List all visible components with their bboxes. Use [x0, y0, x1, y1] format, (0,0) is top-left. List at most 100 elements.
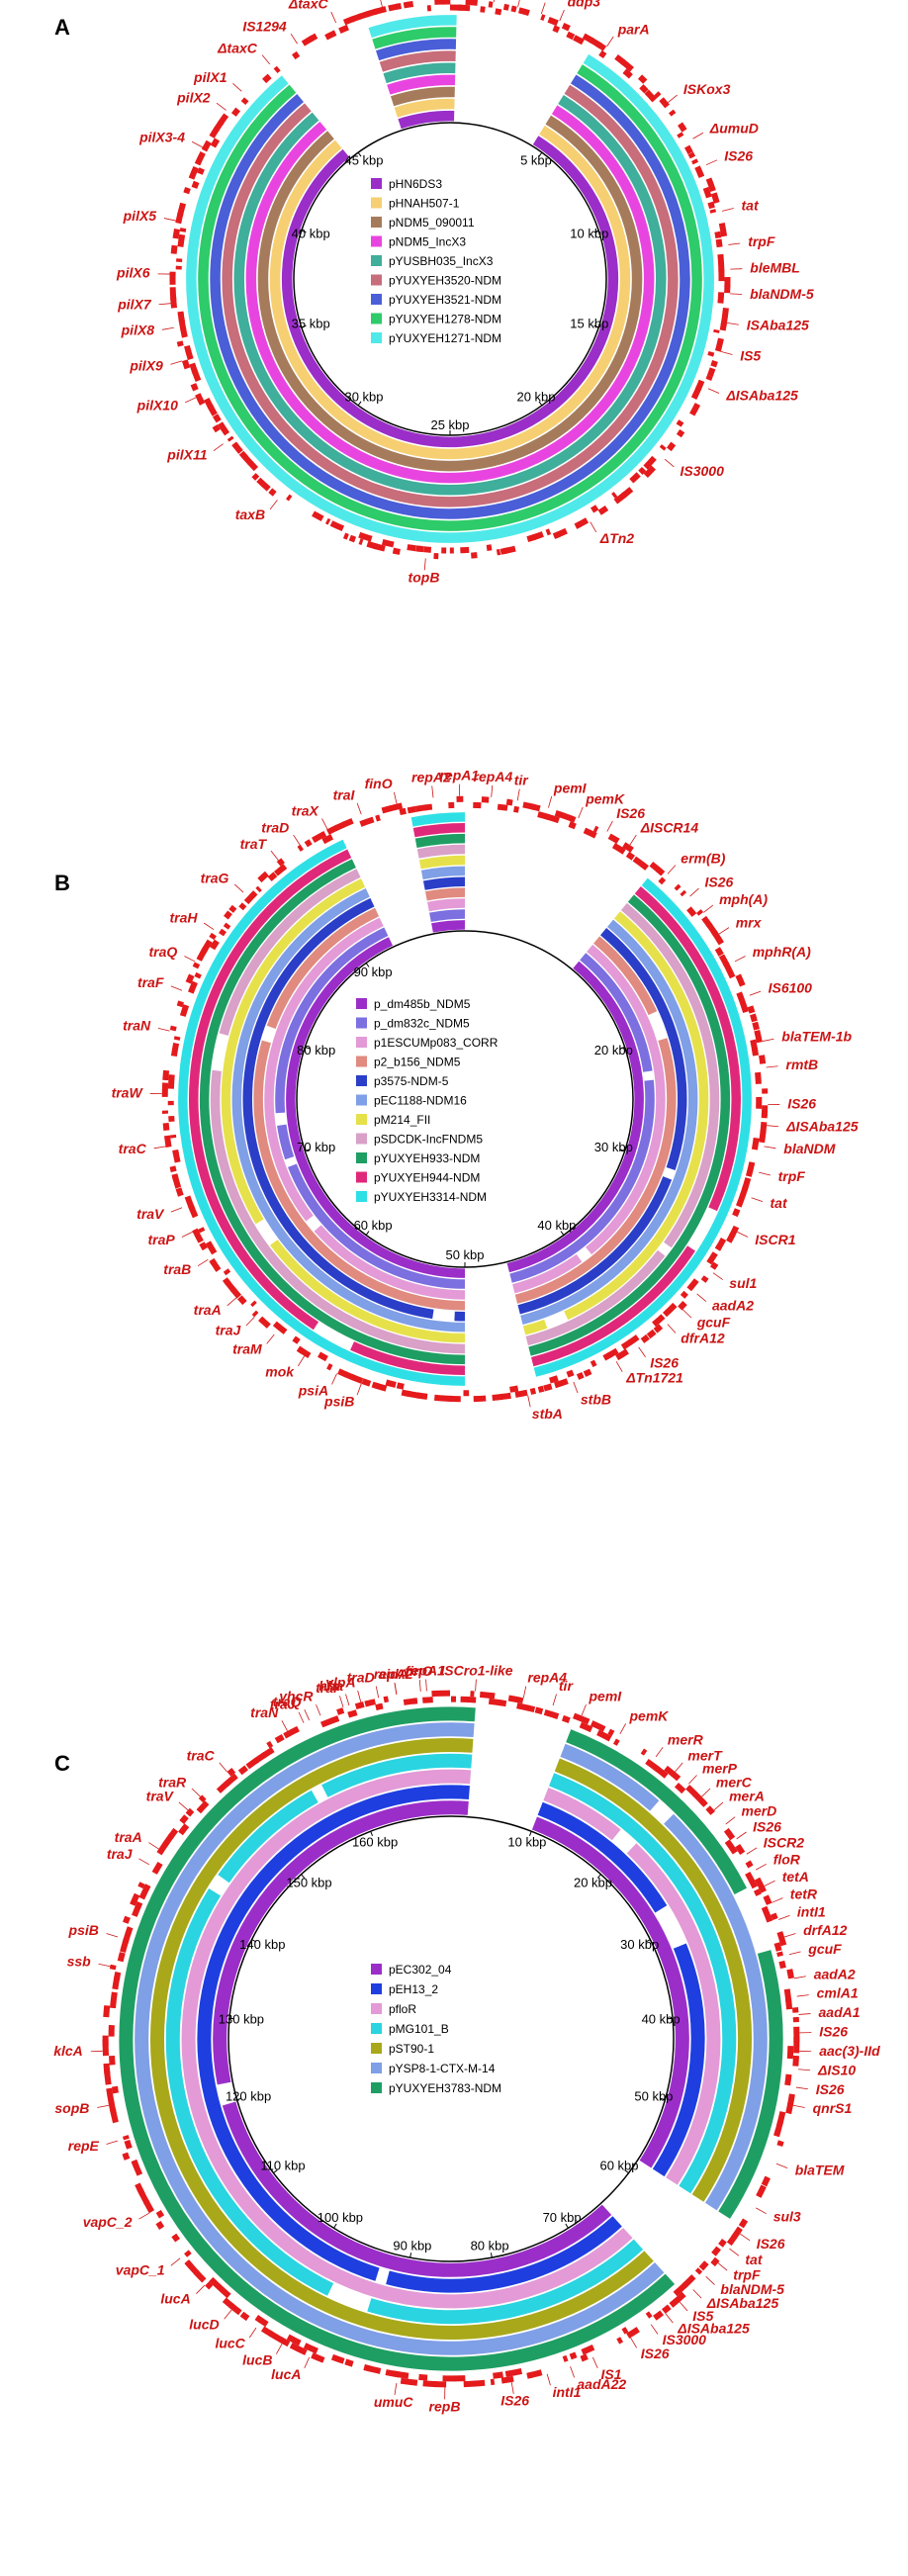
- gene-feature: [653, 1324, 664, 1334]
- gene-feature: [554, 1378, 569, 1389]
- label-leader: [772, 1897, 783, 1903]
- ring-pEC1188-NDM16: [520, 919, 698, 1325]
- ring-p2_b156_NDM5: [593, 936, 658, 1016]
- panel-letter: B: [54, 871, 70, 895]
- gene-feature: [732, 1208, 741, 1218]
- gene-feature: [545, 813, 560, 824]
- gene-feature: [481, 796, 490, 803]
- gene-label: pemK: [629, 1707, 670, 1723]
- gene-feature: [705, 1805, 715, 1815]
- gene-feature: [736, 991, 745, 1002]
- gene-feature: [399, 807, 407, 816]
- gene-feature: [562, 2354, 569, 2362]
- gene-feature: [173, 1036, 181, 1041]
- tick-mark: [619, 1046, 625, 1050]
- label-leader: [219, 1762, 227, 1773]
- gene-label: pilX6: [116, 265, 150, 281]
- gene-feature: [259, 1318, 271, 1329]
- legend-label: pYUXYEH944-NDM: [374, 1171, 480, 1185]
- gene-feature: [191, 180, 200, 189]
- gene-feature: [238, 902, 247, 911]
- gene-feature: [274, 1733, 285, 1744]
- gene-feature: [761, 1905, 773, 1923]
- ring-pYUXYEH3314-NDM: [533, 877, 752, 1377]
- gene-feature: [371, 1381, 380, 1390]
- legend-swatch: [371, 2003, 382, 2014]
- gene-feature: [200, 939, 213, 955]
- gene-feature: [112, 2085, 119, 2094]
- gene-feature: [578, 517, 590, 527]
- gene-feature: [598, 49, 607, 59]
- gene-feature: [297, 1346, 305, 1354]
- gene-feature: [656, 867, 666, 876]
- gene-feature: [568, 821, 577, 830]
- label-leader: [775, 2162, 788, 2168]
- gene-feature: [653, 2310, 665, 2321]
- gene-feature: [583, 1368, 592, 1377]
- gene-feature: [319, 1717, 332, 1728]
- label-leader: [788, 1951, 801, 1956]
- legend-swatch: [356, 1094, 367, 1106]
- gene-feature: [172, 1149, 179, 1155]
- ring-pEC302_04: [531, 1816, 689, 2168]
- label-leader: [510, 2381, 514, 2394]
- gene-feature: [694, 2267, 703, 2275]
- label-leader: [394, 791, 398, 804]
- gene-feature: [237, 1765, 248, 1776]
- gene-feature: [714, 1244, 723, 1251]
- gene-feature: [711, 2246, 721, 2256]
- tick-mark: [596, 1874, 601, 1879]
- legend-label: pEH13_2: [389, 1982, 438, 1996]
- gene-label: Δbis: [547, 0, 578, 2]
- gene-feature: [204, 397, 215, 410]
- gene-label: traQ: [273, 1694, 302, 1709]
- gene-feature: [625, 851, 636, 861]
- ring-pfloR: [626, 1843, 721, 2185]
- gene-feature: [256, 477, 265, 487]
- gene-label: aadA2: [712, 1298, 754, 1314]
- ring-pM214_FII: [269, 1240, 466, 1343]
- gene-feature: [778, 1960, 786, 1970]
- label-leader: [793, 1976, 806, 1979]
- gene-feature: [401, 1389, 411, 1398]
- tick-mark: [273, 2169, 278, 2173]
- gene-feature: [709, 209, 717, 214]
- legend-swatch: [371, 178, 382, 189]
- legend-label: pHN6DS3: [389, 177, 442, 191]
- gene-feature: [639, 861, 649, 871]
- ring-pYUXYEH3783-NDM: [450, 1706, 476, 1722]
- gene-label: sul3: [773, 2209, 801, 2225]
- label-leader: [619, 1723, 627, 1734]
- gene-label: traV: [136, 1206, 165, 1222]
- gene-feature: [176, 202, 187, 217]
- gene-label: IS26: [816, 2081, 845, 2097]
- gene-label: blaNDM-5: [750, 286, 814, 302]
- gene-feature: [103, 2063, 111, 2075]
- gene-feature: [751, 1137, 760, 1150]
- gene-label: IS26: [787, 1096, 816, 1112]
- gene-label: stbB: [581, 1392, 611, 1408]
- label-leader: [705, 2276, 715, 2285]
- tick-label: 15 kbp: [570, 317, 608, 331]
- gene-label: repA1: [439, 768, 479, 783]
- gene-feature: [237, 1295, 247, 1306]
- gene-feature: [195, 393, 206, 406]
- ring-pYUXYEH3783-NDM: [566, 1729, 748, 1894]
- gene-feature: [463, 2380, 476, 2388]
- label-leader: [191, 140, 203, 148]
- gene-label: erm(B): [681, 851, 725, 867]
- legend-swatch: [371, 217, 382, 228]
- legend-swatch: [371, 1983, 382, 1994]
- ring-p_dm485b_NDM5: [506, 961, 644, 1273]
- gene-feature: [602, 1351, 612, 1361]
- legend-label: p_dm832c_NDM5: [374, 1017, 470, 1031]
- gene-feature: [190, 383, 199, 392]
- legend-label: pHNAH507-1: [389, 197, 460, 211]
- tick-label: 30 kbp: [620, 1937, 659, 1952]
- label-leader: [331, 1373, 337, 1385]
- gene-label: traG: [201, 871, 229, 886]
- tick-label: 110 kbp: [260, 2158, 305, 2172]
- legend-swatch: [371, 2082, 382, 2093]
- ring-pEC302_04: [222, 2101, 612, 2277]
- label-leader: [717, 2262, 728, 2271]
